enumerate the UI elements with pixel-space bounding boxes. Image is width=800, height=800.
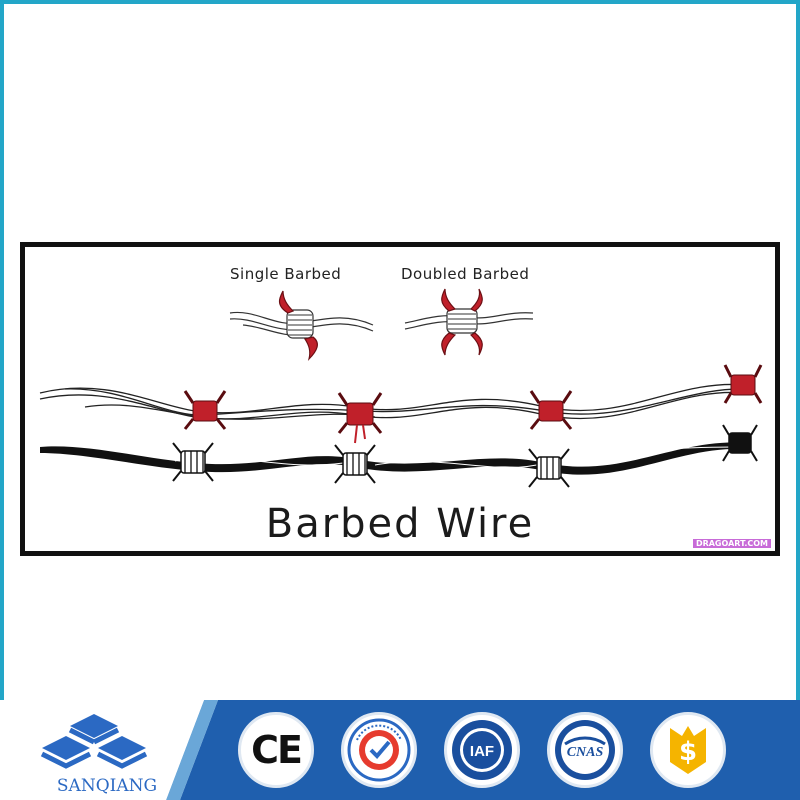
watermark: DRAGOART.COM bbox=[692, 539, 771, 548]
barbed-wire-title: Barbed Wire bbox=[265, 501, 535, 547]
barbed-wire-illustration: Single Barbed Doubled Barbed Barbed Wire… bbox=[20, 242, 780, 556]
black-barb-3 bbox=[528, 448, 570, 488]
single-barbed-caption: Single Barbed bbox=[230, 265, 342, 283]
dollar-icon: $ bbox=[670, 726, 706, 774]
supplier-assessment-badge bbox=[341, 712, 417, 788]
certification-footer: SANQIANG CE IAF bbox=[0, 700, 800, 800]
hexagon-logo-icon bbox=[40, 714, 148, 769]
ce-mark: CE bbox=[238, 712, 314, 788]
iaf-badge: IAF bbox=[444, 712, 520, 788]
outlined-barbed-wire bbox=[39, 383, 746, 420]
red-barb-4 bbox=[723, 364, 763, 404]
solid-wire-barbs bbox=[172, 424, 758, 488]
red-barb-3 bbox=[529, 390, 573, 430]
red-barb-1 bbox=[183, 390, 227, 430]
black-barb-2 bbox=[334, 444, 376, 484]
wire-drawing bbox=[39, 288, 763, 488]
solid-barbed-wire bbox=[40, 442, 750, 475]
black-barb-1 bbox=[172, 442, 214, 482]
brand-name: SANQIANG bbox=[56, 776, 158, 796]
brand-logo: SANQIANG bbox=[22, 708, 182, 800]
cnas-badge: CNAS bbox=[547, 712, 623, 788]
black-barb-4 bbox=[722, 424, 758, 462]
outlined-wire-barbs bbox=[183, 364, 763, 444]
iaf-text: IAF bbox=[470, 743, 494, 760]
dollar-badge: $ bbox=[650, 712, 726, 788]
iaf-icon: IAF bbox=[452, 720, 512, 780]
doubled-barbed-sample bbox=[404, 288, 534, 356]
red-barb-2 bbox=[337, 392, 383, 444]
dollar-text: $ bbox=[679, 737, 697, 767]
single-barbed-sample bbox=[229, 290, 374, 361]
doubled-barbed-caption: Doubled Barbed bbox=[401, 265, 530, 283]
cnas-icon: CNAS bbox=[555, 720, 615, 780]
supplier-assessment-icon bbox=[347, 718, 411, 782]
cnas-text: CNAS bbox=[567, 745, 604, 760]
ce-text: CE bbox=[251, 728, 303, 772]
